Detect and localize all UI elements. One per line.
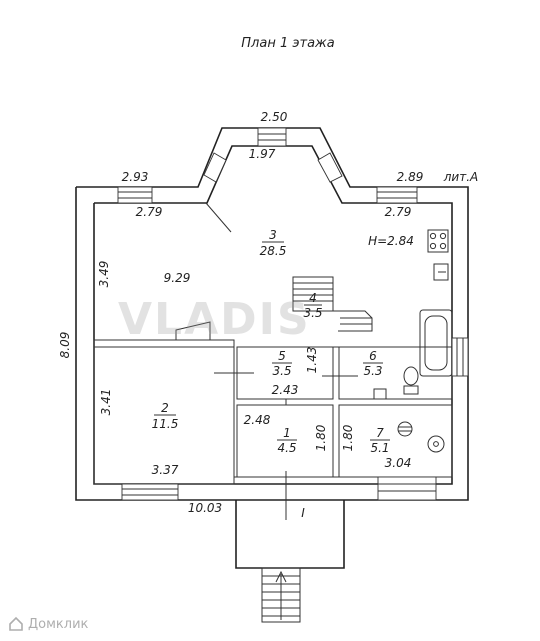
room-6-number: 6 <box>369 349 377 363</box>
room-7-number: 7 <box>376 426 384 440</box>
room-2-label: 2 11.5 <box>152 401 179 431</box>
house-icon <box>9 616 23 631</box>
room-7-area: 5.1 <box>370 441 389 455</box>
dim-total-height: 8.09 <box>58 332 72 359</box>
room-3-area: 28.5 <box>260 244 287 258</box>
dim-bay-inner: 1.97 <box>249 147 276 161</box>
dim-room1-width: 2.48 <box>244 413 271 427</box>
dim-room2-width: 3.37 <box>152 463 179 477</box>
room-3-label: 3 28.5 <box>260 228 287 258</box>
dim-room1-height: 1.80 <box>314 424 328 451</box>
windows <box>117 127 469 501</box>
dim-top-left-outer: 2.93 <box>122 170 149 184</box>
room-4-label: 4 3.5 <box>303 291 322 320</box>
dim-hall-length: 9.29 <box>164 271 191 285</box>
dim-room5-width: 2.43 <box>272 383 299 397</box>
dim-room2-height: 3.41 <box>99 389 113 416</box>
room-3-number: 3 <box>269 228 277 242</box>
room-5-number: 5 <box>278 349 286 363</box>
doors <box>205 202 358 520</box>
brand-logo: Домклик <box>8 614 88 634</box>
brand-name: Домклик <box>28 616 89 632</box>
room-2-area: 11.5 <box>152 417 179 431</box>
dimension-labels: 2.50 1.97 2.93 2.89 лит.А 2.79 2.79 H=2.… <box>58 110 478 520</box>
room-4-number: 4 <box>309 291 317 305</box>
room-5-label: 5 3.5 <box>272 349 292 378</box>
dim-top-right-inner: 2.79 <box>385 205 412 219</box>
room-1-area: 4.5 <box>277 441 296 455</box>
room-1-number: 1 <box>283 426 291 440</box>
dim-total-width: 10.03 <box>188 501 222 515</box>
room-7-label: 7 5.1 <box>370 426 390 455</box>
dim-top-left-inner: 2.79 <box>136 205 163 219</box>
fixtures <box>373 229 453 453</box>
stairs <box>175 276 373 341</box>
dim-top-right-outer: 2.89 <box>397 170 424 184</box>
dim-room7-height: 1.80 <box>341 424 355 451</box>
room-labels: 3 28.5 4 3.5 2 11.5 5 3.5 6 5.3 1 4.5 <box>152 228 390 455</box>
liter-label: лит.А <box>443 170 478 184</box>
dim-bay-outer: 2.50 <box>261 110 288 124</box>
watermark: VLADIS <box>118 294 311 345</box>
dim-room7-width: 3.04 <box>385 456 412 470</box>
plan-title: План 1 этажа <box>241 36 334 51</box>
room-1-label: 1 4.5 <box>277 426 297 455</box>
room-2-number: 2 <box>161 401 169 415</box>
height-label: H=2.84 <box>368 234 414 248</box>
room-6-area: 5.3 <box>363 364 382 378</box>
room-6-label: 6 5.3 <box>363 349 383 378</box>
porch <box>235 500 345 623</box>
porch-label: I <box>301 506 305 520</box>
dim-room5-height: 1.43 <box>305 347 319 374</box>
room-4-area: 3.5 <box>303 306 322 320</box>
room-5-area: 3.5 <box>272 364 291 378</box>
dim-left-upper: 3.49 <box>97 261 111 288</box>
